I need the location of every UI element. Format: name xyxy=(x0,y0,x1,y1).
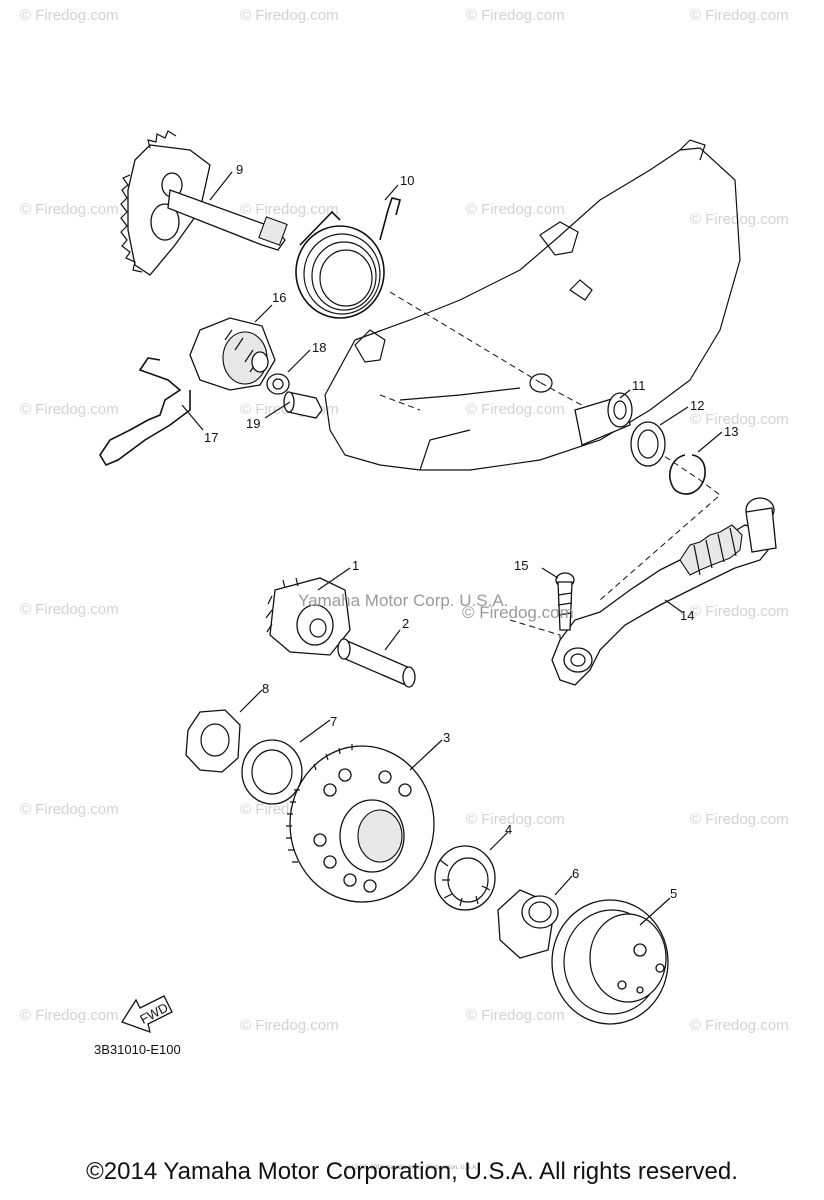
fwd-arrow-icon: FWD xyxy=(121,995,173,1034)
part-label-6: 6 xyxy=(572,866,579,881)
primary-gear xyxy=(286,744,435,903)
part-labels: 1 2 3 4 5 6 7 8 9 10 11 12 13 14 15 16 1… xyxy=(204,162,738,901)
watermark: © Firedog.com xyxy=(20,7,119,24)
watermark: © Firedog.com xyxy=(690,811,789,828)
copyright-footer: ©2014 Yamaha Motor Corporation, U.S.A. A… xyxy=(86,1158,738,1185)
clutch-drum xyxy=(551,899,669,1025)
watermark: © Firedog.com xyxy=(20,401,119,418)
crankcase-cover xyxy=(324,139,741,471)
watermark: © Firedog.com xyxy=(466,7,565,24)
part-label-8: 8 xyxy=(262,681,269,696)
washer-12 xyxy=(630,421,666,467)
watermark: © Firedog.com xyxy=(20,801,119,818)
watermark: © Firedog.com xyxy=(466,201,565,218)
center-watermark-line2: © Firedog.com xyxy=(462,603,574,622)
torsion-spring xyxy=(295,197,401,319)
watermark: © Firedog.com xyxy=(240,201,339,218)
collar-6 xyxy=(497,889,559,959)
watermark: © Firedog.com xyxy=(20,1007,119,1024)
part-label-9: 9 xyxy=(236,162,243,177)
part-label-11: 11 xyxy=(632,378,646,393)
watermark: © Firedog.com xyxy=(690,211,789,228)
watermark: © Firedog.com xyxy=(690,603,789,620)
nut-8 xyxy=(185,709,241,773)
watermark: © Firedog.com xyxy=(466,811,565,828)
watermark: © Firedog.com xyxy=(240,7,339,24)
fwd-label: FWD xyxy=(137,1000,170,1027)
part-label-15: 15 xyxy=(514,558,528,573)
circlip-13 xyxy=(669,454,706,495)
watermark-grid: © Firedog.com © Firedog.com © Firedog.co… xyxy=(20,7,789,1034)
part-label-19: 19 xyxy=(246,416,260,431)
part-label-2: 2 xyxy=(402,616,409,631)
leader-lines xyxy=(181,171,723,926)
shaft-2 xyxy=(337,638,416,688)
watermark: © Firedog.com xyxy=(20,201,119,218)
part-label-18: 18 xyxy=(312,340,326,355)
ratchet-gear xyxy=(189,317,276,391)
center-watermark-line1: Yamaha Motor Corp. U.S.A. xyxy=(298,591,508,610)
needle-bearing xyxy=(434,845,496,911)
part-label-17: 17 xyxy=(204,430,218,445)
watermark: © Firedog.com xyxy=(20,601,119,618)
part-label-13: 13 xyxy=(724,424,738,439)
kick-axle-assembly xyxy=(120,130,288,276)
watermark: © Firedog.com xyxy=(690,7,789,24)
tiny-notice: (c) 2006-2016 Yamaha Motor Corporation, … xyxy=(346,1165,478,1171)
washer-18 xyxy=(266,373,290,395)
part-label-3: 3 xyxy=(443,730,450,745)
part-label-14: 14 xyxy=(680,608,694,623)
part-label-4: 4 xyxy=(505,822,512,837)
collar-11 xyxy=(574,392,633,446)
watermark: © Firedog.com xyxy=(690,411,789,428)
part-label-16: 16 xyxy=(272,290,286,305)
part-label-10: 10 xyxy=(400,173,414,188)
part-label-5: 5 xyxy=(670,886,677,901)
washer-7 xyxy=(241,739,303,805)
kick-arm xyxy=(551,497,777,686)
pin-19 xyxy=(283,391,323,419)
bolt-15 xyxy=(555,572,575,631)
part-label-1: 1 xyxy=(352,558,359,573)
part-label-7: 7 xyxy=(330,714,337,729)
part-label-12: 12 xyxy=(690,398,704,413)
kick-gear xyxy=(265,577,351,656)
watermark: © Firedog.com xyxy=(240,1017,339,1034)
watermark: © Firedog.com xyxy=(690,1017,789,1034)
diagram-code: 3B31010-E100 xyxy=(94,1042,181,1057)
watermark: © Firedog.com xyxy=(466,1007,565,1024)
watermark: © Firedog.com xyxy=(466,401,565,418)
clip-spring xyxy=(99,357,191,467)
